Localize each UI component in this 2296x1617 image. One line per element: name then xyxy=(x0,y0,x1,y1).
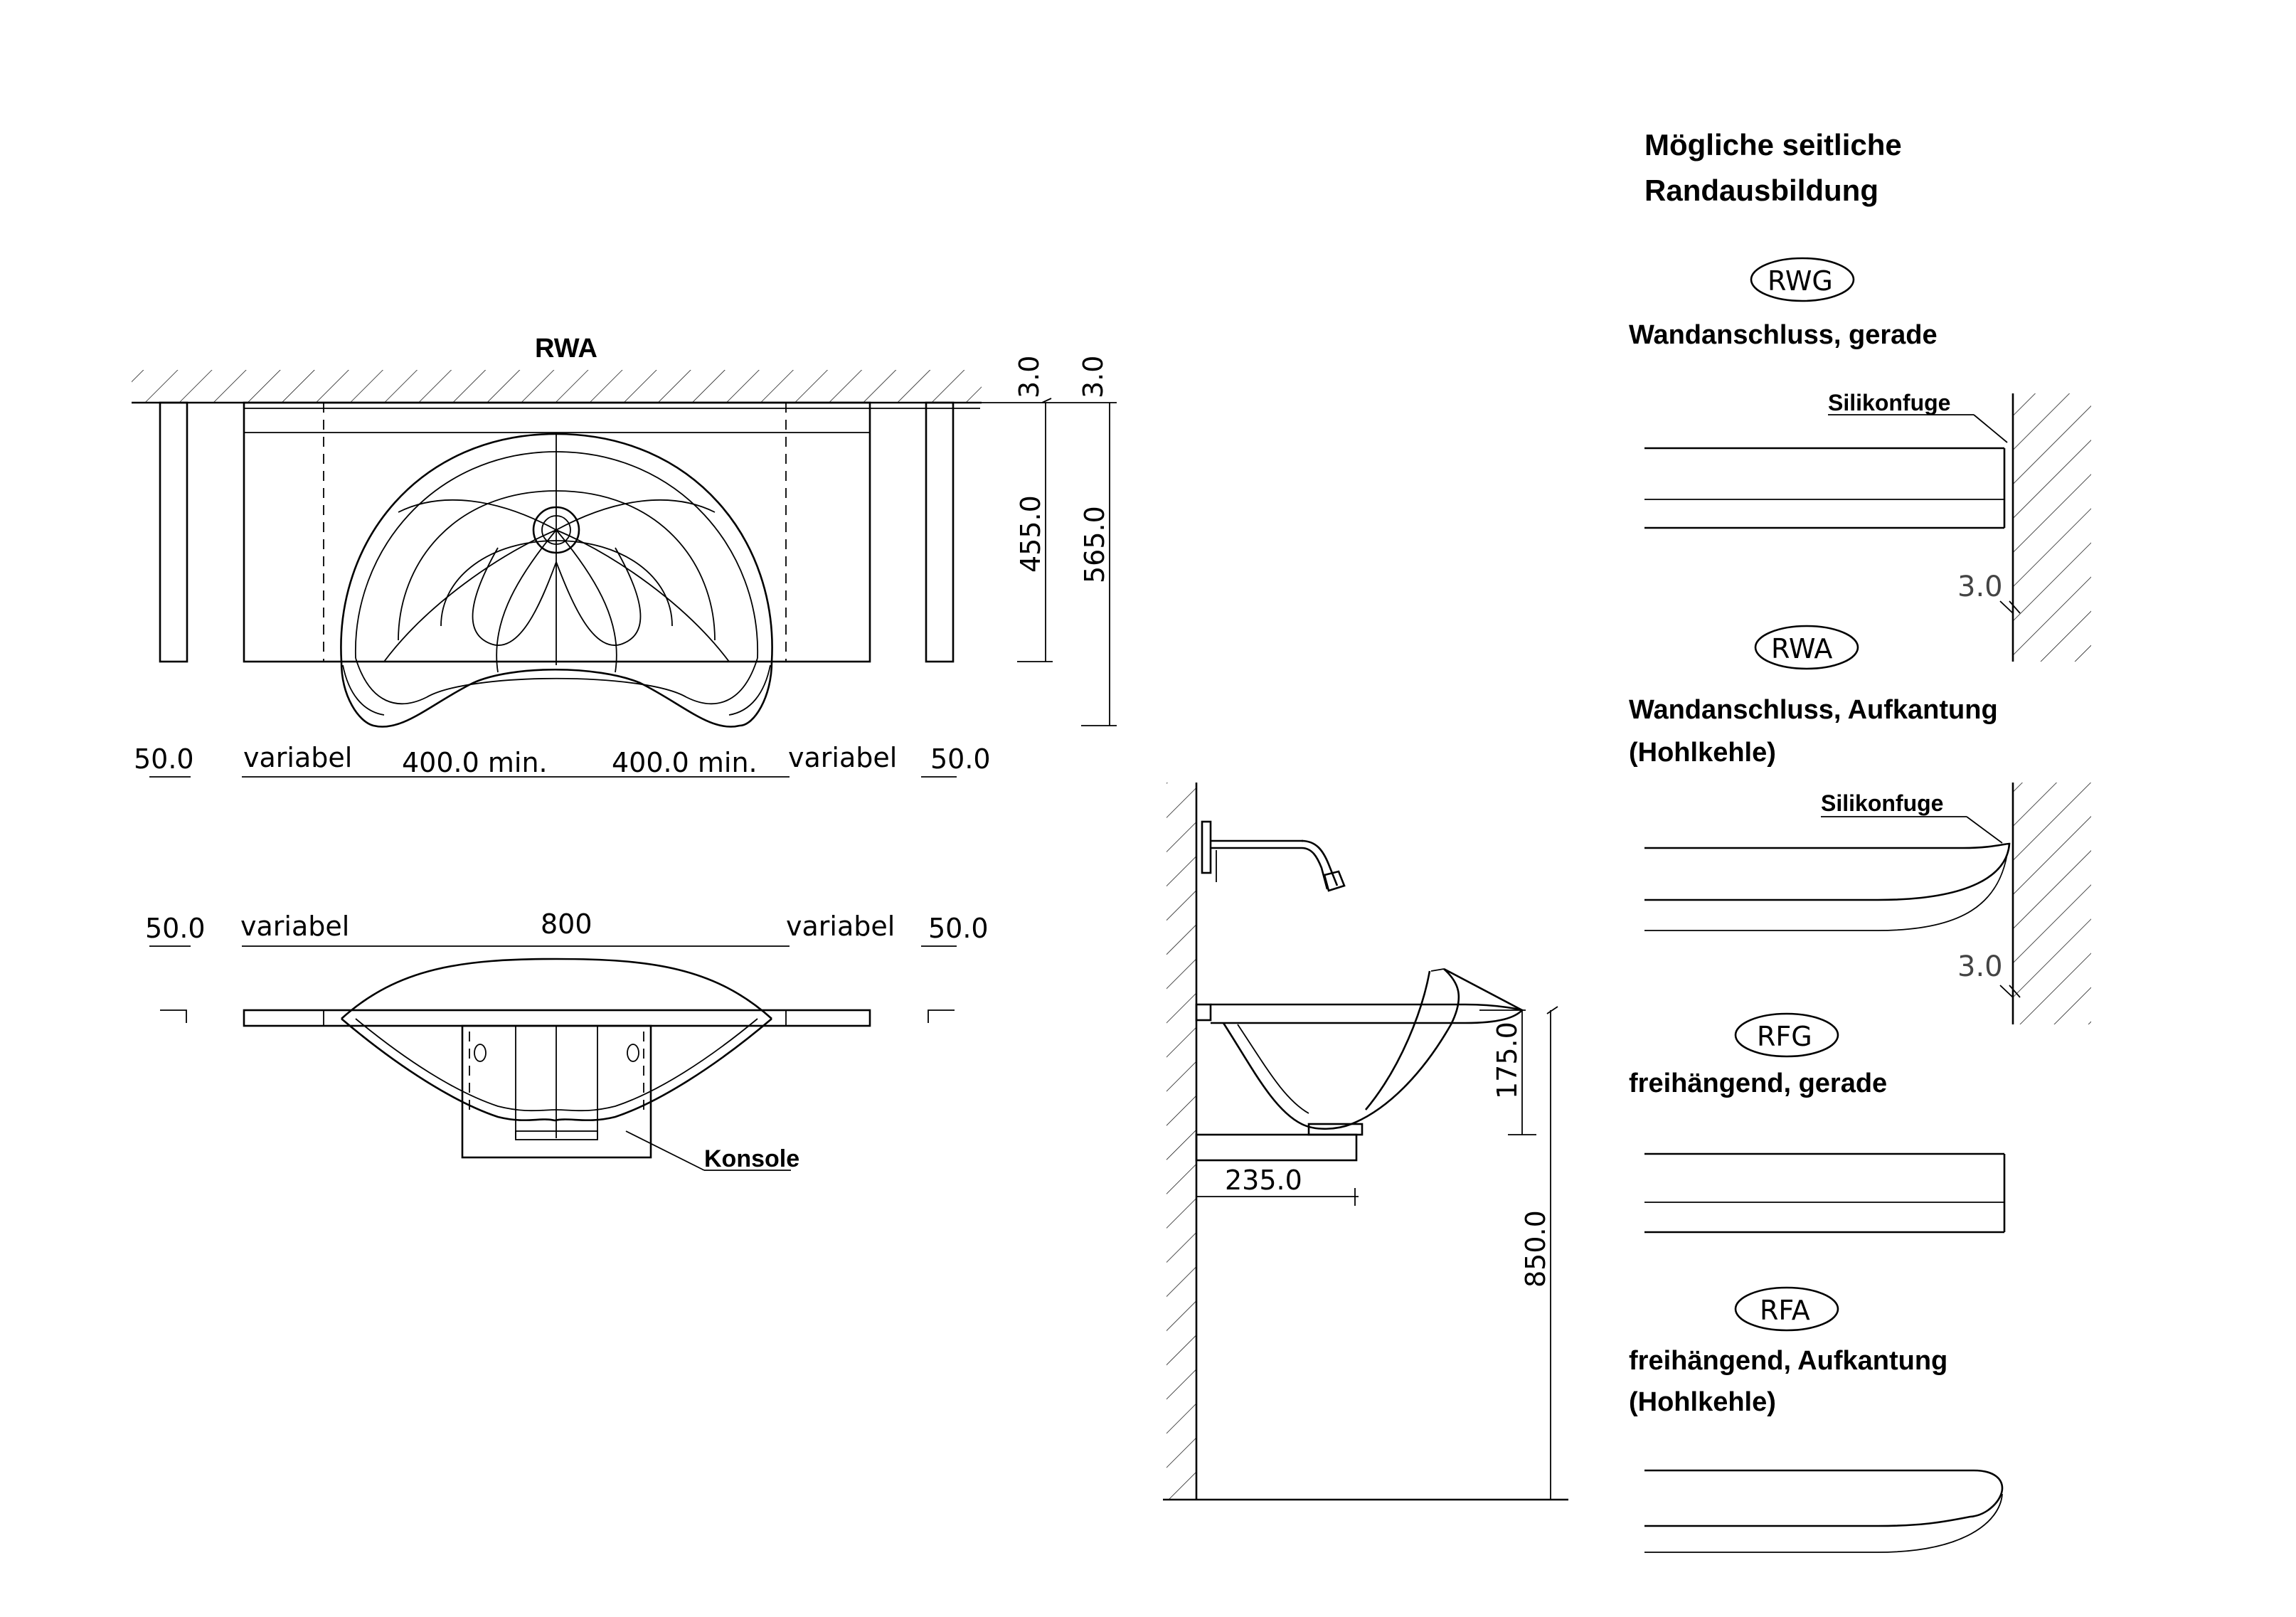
panel-heading-line1: Mögliche seitliche xyxy=(1644,128,1902,161)
side-wall xyxy=(1166,783,1198,1500)
left-post xyxy=(159,401,188,663)
dim-50-left: 50.0 xyxy=(134,743,194,775)
console xyxy=(461,1024,652,1159)
top-view: 50.0 variabel 800 variabel 50.0 xyxy=(145,908,989,1172)
dim-400-left: 400.0 min. xyxy=(402,747,548,778)
console-label: Konsole xyxy=(704,1145,799,1172)
right-post xyxy=(925,401,955,663)
dim-175: 175.0 xyxy=(1492,1022,1523,1099)
drain-inner xyxy=(541,515,571,545)
variant-rwg-title: Wandanschluss, gerade xyxy=(1629,320,1938,350)
dim-3-left: 3.0 xyxy=(1014,356,1045,398)
variant-rfg: RFG freihängend, gerade xyxy=(1629,1012,2006,1234)
variant-rfa-title-line1: freihängend, Aufkantung xyxy=(1629,1346,1947,1376)
variant-rfa: RFA freihängend, Aufkantung (Hohlkehle) xyxy=(1629,1286,2004,1553)
variant-rwa-title-line2: (Hohlkehle) xyxy=(1629,738,1776,768)
basin-plate xyxy=(243,401,980,663)
top-basin-outline xyxy=(243,958,871,1122)
wall-hatching-top xyxy=(132,370,982,404)
dim-400-right: 400.0 min. xyxy=(612,747,758,778)
dim-850: 850.0 xyxy=(1520,1210,1551,1288)
variant-rfg-title: freihängend, gerade xyxy=(1629,1069,1887,1098)
variant-rwa-code: RWA xyxy=(1771,633,1832,664)
front-vertical-dims: 3.0 3.0 455.0 565.0 xyxy=(982,356,1117,726)
top-dim-50-right: 50.0 xyxy=(928,913,989,944)
variant-rwa: RWA Wandanschluss, Aufkantung (Hohlkehle… xyxy=(1629,625,2091,1024)
front-view-title: RWA xyxy=(535,334,597,364)
front-horizontal-dims: 50.0 variabel 400.0 min. 400.0 min. vari… xyxy=(134,742,991,778)
side-dims: 175.0 850.0 235.0 xyxy=(1196,1006,1558,1500)
variant-rwg-note: Silikonfuge xyxy=(1828,390,1950,415)
dim-variabel-right: variabel xyxy=(788,742,897,773)
variant-rfa-code: RFA xyxy=(1760,1295,1810,1326)
top-dim-variabel-right: variabel xyxy=(786,911,895,942)
variant-rwg-code: RWG xyxy=(1768,265,1833,297)
variant-rfg-code: RFG xyxy=(1757,1021,1812,1052)
dim-235: 235.0 xyxy=(1225,1165,1302,1196)
dim-565: 565.0 xyxy=(1079,506,1110,583)
variant-rwa-dim: 3.0 xyxy=(1957,950,2003,983)
drain-outer xyxy=(532,506,580,554)
variant-rfa-title-line2: (Hohlkehle) xyxy=(1629,1387,1776,1417)
dim-variabel-left: variabel xyxy=(243,742,352,773)
variant-rwa-note: Silikonfuge xyxy=(1821,790,1943,816)
edge-variants-panel: Mögliche seitliche Randausbildung RWG Wa… xyxy=(1629,128,2091,1553)
top-dims: 50.0 variabel 800 variabel 50.0 xyxy=(145,908,989,947)
panel-heading-line2: Randausbildung xyxy=(1644,174,1878,207)
dim-50-right: 50.0 xyxy=(930,743,991,775)
side-view: 175.0 850.0 235.0 xyxy=(1163,783,1568,1501)
variant-rwg-dim: 3.0 xyxy=(1957,571,2003,603)
top-dim-800: 800 xyxy=(541,908,592,940)
dim-3-right: 3.0 xyxy=(1078,356,1109,398)
basin-bowl xyxy=(340,433,773,728)
top-dim-variabel-left: variabel xyxy=(240,911,349,942)
side-basin xyxy=(1195,967,1524,1162)
variant-rwa-title-line1: Wandanschluss, Aufkantung xyxy=(1629,695,1998,725)
variant-rwg: RWG Wandanschluss, gerade Silikonfuge 3.… xyxy=(1629,257,2091,662)
faucet xyxy=(1201,820,1346,892)
dim-455: 455.0 xyxy=(1015,495,1046,573)
top-dim-50-left: 50.0 xyxy=(145,913,206,944)
front-view: RWA xyxy=(132,334,1117,778)
